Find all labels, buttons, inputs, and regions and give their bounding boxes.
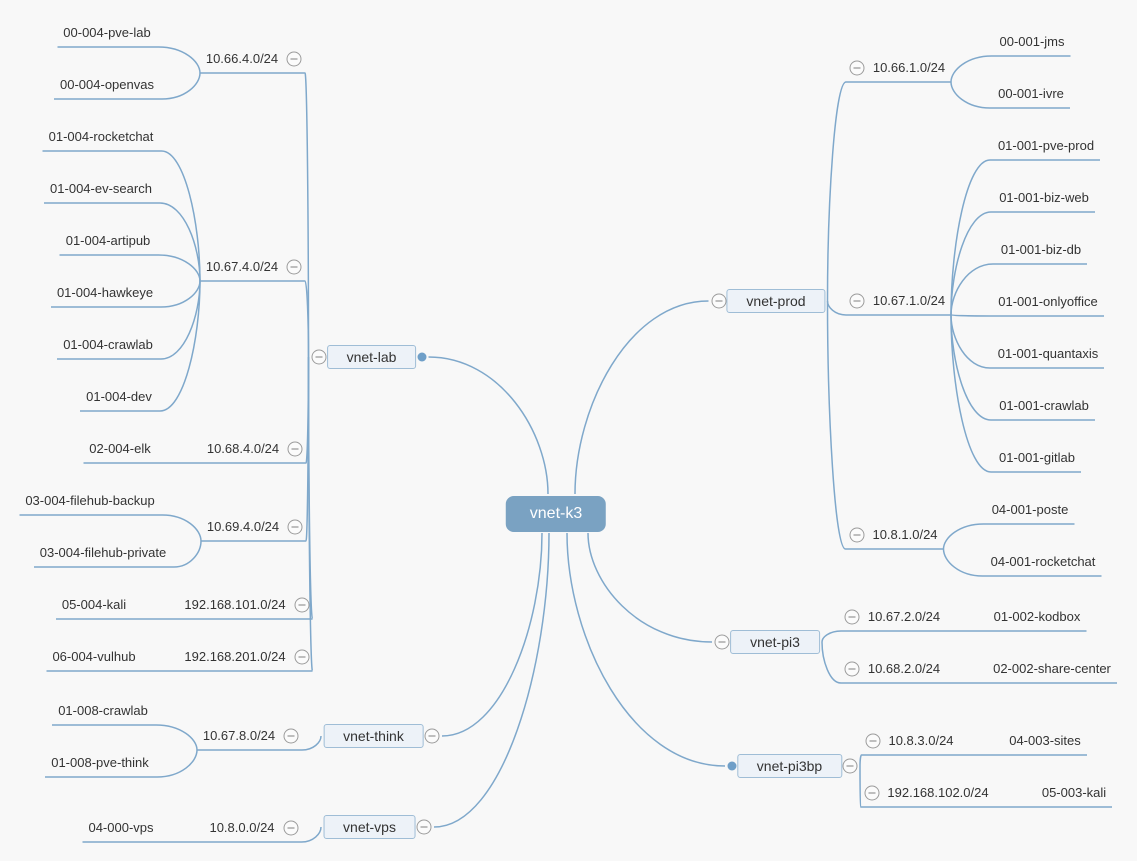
host-node[interactable]: 01-004-hawkeye xyxy=(56,284,154,300)
host-node[interactable]: 00-001-jms xyxy=(999,33,1065,49)
host-node[interactable]: 01-002-kodbox xyxy=(993,608,1081,624)
s-192-168-102-collapse-icon[interactable] xyxy=(864,785,879,801)
host-node[interactable]: 01-001-quantaxis xyxy=(997,345,1099,361)
host-node[interactable]: 01-004-ev-search xyxy=(50,180,152,196)
subnet-node-s-10-67-1[interactable]: 10.67.1.0/24 xyxy=(872,292,946,308)
s-10-67-8-collapse-icon[interactable] xyxy=(283,728,299,744)
vnet-node-vnet-think[interactable]: vnet-think xyxy=(323,724,424,748)
host-node[interactable]: 01-001-onlyoffice xyxy=(998,293,1098,309)
vnet-lab-link-anchor-dot xyxy=(417,352,426,362)
host-node[interactable]: 05-004-kali xyxy=(61,596,127,612)
subnet-node-s-10-68-4[interactable]: 10.68.4.0/24 xyxy=(206,440,280,456)
subnet-node-s-192-168-102[interactable]: 192.168.102.0/24 xyxy=(887,784,989,800)
subnet-node-s-10-68-2[interactable]: 10.68.2.0/24 xyxy=(867,660,941,676)
vnet-node-vnet-vps[interactable]: vnet-vps xyxy=(323,815,416,839)
host-node[interactable]: 04-001-rocketchat xyxy=(990,553,1096,569)
s-192-168-101-collapse-icon[interactable] xyxy=(294,597,309,613)
host-node[interactable]: 01-004-rocketchat xyxy=(48,128,154,144)
vnet-lab-collapse-icon[interactable] xyxy=(311,349,326,365)
host-node[interactable]: 05-003-kali xyxy=(1041,784,1107,800)
vnet-think-collapse-icon[interactable] xyxy=(424,728,440,744)
subnet-node-s-10-66-1[interactable]: 10.66.1.0/24 xyxy=(872,59,946,75)
subnet-node-s-10-67-2[interactable]: 10.67.2.0/24 xyxy=(867,608,941,624)
subnet-node-s-10-8-3[interactable]: 10.8.3.0/24 xyxy=(888,732,954,748)
vnet-prod-collapse-icon[interactable] xyxy=(711,293,726,309)
subnet-node-s-192-168-201[interactable]: 192.168.201.0/24 xyxy=(184,648,286,664)
host-node[interactable]: 01-008-crawlab xyxy=(58,702,148,718)
s-10-68-4-collapse-icon[interactable] xyxy=(287,441,303,457)
host-node[interactable]: 06-004-vulhub xyxy=(52,648,136,664)
subnet-node-s-10-69-4[interactable]: 10.69.4.0/24 xyxy=(206,518,280,534)
s-10-8-0-collapse-icon[interactable] xyxy=(283,820,298,836)
s-10-66-4-collapse-icon[interactable] xyxy=(286,51,302,67)
s-10-67-1-collapse-icon[interactable] xyxy=(849,293,865,309)
host-node[interactable]: 00-004-pve-lab xyxy=(63,24,151,40)
host-node[interactable]: 01-001-biz-web xyxy=(999,189,1089,205)
s-192-168-201-collapse-icon[interactable] xyxy=(294,649,309,665)
s-10-66-1-collapse-icon[interactable] xyxy=(849,60,865,76)
host-node[interactable]: 00-001-ivre xyxy=(998,85,1064,101)
vnet-pi3bp-collapse-icon[interactable] xyxy=(842,758,858,774)
s-10-67-4-collapse-icon[interactable] xyxy=(286,259,302,275)
host-node[interactable]: 01-001-gitlab xyxy=(999,449,1075,465)
s-10-8-3-collapse-icon[interactable] xyxy=(865,733,880,749)
host-node[interactable]: 01-004-crawlab xyxy=(63,336,153,352)
host-node[interactable]: 02-002-share-center xyxy=(993,660,1111,676)
host-node[interactable]: 01-004-artipub xyxy=(65,232,151,248)
vnet-node-vnet-pi3[interactable]: vnet-pi3 xyxy=(730,630,820,654)
host-node[interactable]: 01-001-biz-db xyxy=(1000,241,1082,257)
s-10-68-2-collapse-icon[interactable] xyxy=(844,661,860,677)
host-node[interactable]: 00-004-openvas xyxy=(60,76,154,92)
host-node[interactable]: 03-004-filehub-private xyxy=(39,544,167,560)
subnet-node-s-10-67-4[interactable]: 10.67.4.0/24 xyxy=(205,258,279,274)
subnet-node-s-10-66-4[interactable]: 10.66.4.0/24 xyxy=(205,50,279,66)
host-node[interactable]: 02-004-elk xyxy=(89,440,151,456)
s-10-67-2-collapse-icon[interactable] xyxy=(844,609,860,625)
vnet-node-vnet-lab[interactable]: vnet-lab xyxy=(326,345,417,369)
subnet-node-s-10-67-8[interactable]: 10.67.8.0/24 xyxy=(202,727,276,743)
vnet-node-vnet-prod[interactable]: vnet-prod xyxy=(726,289,826,313)
vnet-pi3-collapse-icon[interactable] xyxy=(714,634,730,650)
subnet-node-s-10-8-0[interactable]: 10.8.0.0/24 xyxy=(209,819,275,835)
host-node[interactable]: 01-004-dev xyxy=(86,388,152,404)
vnet-vps-collapse-icon[interactable] xyxy=(416,819,432,835)
host-node[interactable]: 03-004-filehub-backup xyxy=(25,492,155,508)
root-node[interactable]: vnet-k3 xyxy=(505,496,607,532)
host-node[interactable]: 01-008-pve-think xyxy=(51,754,149,770)
s-10-8-1-collapse-icon[interactable] xyxy=(849,527,864,543)
subnet-node-s-192-168-101[interactable]: 192.168.101.0/24 xyxy=(184,596,286,612)
subnet-node-s-10-8-1[interactable]: 10.8.1.0/24 xyxy=(872,526,938,542)
s-10-69-4-collapse-icon[interactable] xyxy=(287,519,303,535)
host-node[interactable]: 04-000-vps xyxy=(88,819,154,835)
host-node[interactable]: 04-001-poste xyxy=(991,501,1069,517)
host-node[interactable]: 01-001-pve-prod xyxy=(997,137,1095,153)
vnet-pi3bp-link-anchor-dot xyxy=(727,761,737,771)
vnet-node-vnet-pi3bp[interactable]: vnet-pi3bp xyxy=(736,754,843,778)
host-node[interactable]: 04-003-sites xyxy=(1009,732,1081,748)
host-node[interactable]: 01-001-crawlab xyxy=(999,397,1089,413)
